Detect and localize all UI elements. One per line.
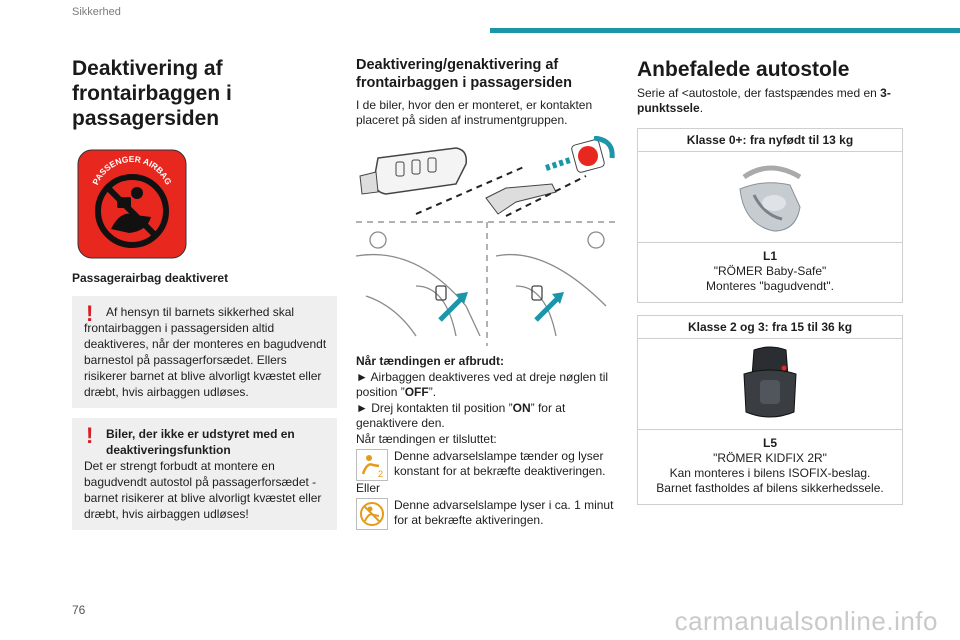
step-reactivate-text: ► Drej kontakten til position ” xyxy=(356,401,513,415)
header-section-title: Sikkerhed xyxy=(72,6,121,18)
car-key-icon xyxy=(359,147,468,195)
key-switch-illustration xyxy=(355,135,618,346)
seat-belt-note: Barnet fastholdes af bilens sikkerhedsse… xyxy=(656,481,884,495)
exclamation-icon: ! xyxy=(86,423,94,448)
intro-switch-location: I de biler, hvor den er monteret, er kon… xyxy=(356,98,593,127)
step-deactivate-text: ► Airbaggen deaktiveres ved at dreje nøg… xyxy=(356,370,609,399)
seat-description: L5 "RÖMER KIDFIX 2R" Kan monteres i bile… xyxy=(638,430,902,504)
seats-intro-belt: 3-punktssele xyxy=(637,86,891,115)
seat-card-class0: Klasse 0+: fra nyfødt til 13 kg L1 "RÖME… xyxy=(637,128,903,303)
position-on-label: ON xyxy=(512,401,531,415)
seats-intro-text: Serie af <autostole, der fastspændes med… xyxy=(637,86,881,100)
passenger-airbag-badge: PASSENGER AIRBAG xyxy=(77,149,187,259)
heading-ignition-on: Når tændingen er tilsluttet: xyxy=(356,432,497,446)
seat-card-class2-3: Klasse 2 og 3: fra 15 til 36 kg L5 "RÖME… xyxy=(637,315,903,505)
warning-lamp-deactivated-row: 2 Denne advarselslampe tænder og lyser k… xyxy=(356,449,618,481)
step-reactivate: ► Drej kontakten til position ”ON” for a… xyxy=(356,401,618,431)
page-number: 76 xyxy=(72,603,86,617)
notice-text: Af hensyn til barnets sikkerhed skal fro… xyxy=(84,305,327,399)
seat-description: L1 "RÖMER Baby-Safe" Monteres "bagudvend… xyxy=(638,243,902,302)
warning-lamp-activated-row: Denne advarselslampe lyser i ca. 1 minut… xyxy=(356,498,618,530)
column-airbag-deactivation: Deaktivering af frontairbaggen i passage… xyxy=(72,56,337,530)
step-deactivate: ► Airbaggen deaktiveres ved at dreje nøg… xyxy=(356,370,618,400)
dashboard-left-icon xyxy=(355,231,481,337)
baby-seat-image xyxy=(638,152,902,243)
airbag-off-lamp-icon: 2 xyxy=(356,449,388,481)
seats-intro-end: . xyxy=(699,101,704,115)
seats-intro: Serie af <autostole, der fastspændes med… xyxy=(637,86,903,116)
exclamation-icon: ! xyxy=(86,301,94,326)
heading-ignition-off: Når tændingen er afbrudt: xyxy=(356,354,505,368)
column-deactivation-reactivation: Deaktivering/genaktivering af frontairba… xyxy=(355,56,618,530)
step-deactivate-end: ”. xyxy=(428,385,437,399)
seat-model-name: "RÖMER KIDFIX 2R" xyxy=(713,451,827,465)
warning-notice-child-safety: ! Af hensyn til barnets sikkerhed skal f… xyxy=(72,296,337,408)
column-recommended-seats: Anbefalede autostole Serie af <autostole… xyxy=(637,56,903,505)
airbag-on-lamp-icon xyxy=(356,498,388,530)
lamp-activated-text: Denne advarselslampe lyser i ca. 1 minut… xyxy=(394,498,614,527)
position-off-label: OFF xyxy=(404,385,429,399)
seat-code: L5 xyxy=(762,436,777,450)
svg-text:2: 2 xyxy=(378,469,383,479)
section-title-recommended-seats: Anbefalede autostole xyxy=(637,58,850,81)
warning-notice-no-deactivation: ! Biler, der ikke er udstyret med en dea… xyxy=(72,418,337,530)
dashboard-right-icon xyxy=(495,231,607,337)
notice-body: Det er strengt forbudt at montere en bag… xyxy=(84,459,322,521)
section-title-deactivation: Deaktivering af frontairbaggen i passage… xyxy=(72,57,232,130)
seat-code: L1 xyxy=(762,249,777,263)
seat-model-name: "RÖMER Baby-Safe" xyxy=(713,264,827,278)
seat-mounting-note: Monteres "bagudvendt". xyxy=(706,279,834,293)
airbag-switch-icon xyxy=(571,135,615,173)
seat-class-label: Klasse 2 og 3: fra 15 til 36 kg xyxy=(638,316,902,339)
booster-seat-image xyxy=(638,339,902,430)
seat-class-label: Klasse 0+: fra nyfødt til 13 kg xyxy=(638,129,902,152)
section-title-switch: Deaktivering/genaktivering af frontairba… xyxy=(356,57,572,91)
watermark: carmanualsonline.info xyxy=(674,606,938,636)
notice-heading: Biler, der ikke er udstyret med en deakt… xyxy=(106,427,295,457)
step-reactivate-end: ” for at genaktivere den. xyxy=(356,401,566,430)
seat-isofix-note: Kan monteres i bilens ISOFIX-beslag. xyxy=(669,466,871,480)
header-accent-bar xyxy=(490,28,960,33)
lamp-deactivated-text: Denne advarselslampe tænder og lyser kon… xyxy=(394,449,606,478)
or-label: Eller xyxy=(356,481,381,495)
caption-airbag-deactivated: Passagerairbag deaktiveret xyxy=(72,271,229,285)
